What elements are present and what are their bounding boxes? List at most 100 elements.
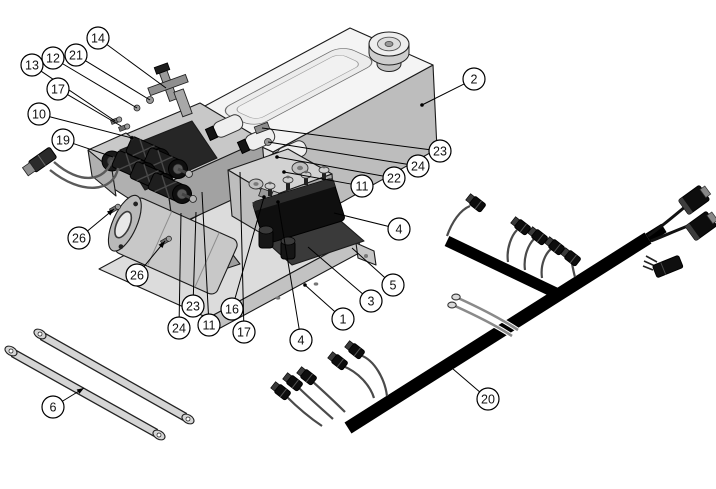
pipe-fitting [173, 88, 193, 118]
callout-balloon [41, 46, 65, 70]
callout-number: 10 [32, 108, 46, 122]
callout-number: 12 [46, 52, 60, 66]
leader-arrow [76, 388, 84, 394]
tee-fitting [147, 62, 189, 102]
leader-line [49, 116, 133, 139]
end-wire [297, 386, 334, 420]
harness-main-connector [678, 185, 712, 215]
leader-line [261, 127, 430, 151]
contactor [252, 165, 365, 266]
tab-hole [364, 254, 368, 258]
leader-line [67, 94, 122, 127]
callout-balloon [232, 320, 256, 344]
branch-wire [523, 238, 535, 271]
leader-line [267, 141, 408, 165]
callout-number: 26 [72, 232, 86, 246]
rod-eyelet [33, 328, 47, 340]
callout-number: 22 [387, 172, 401, 186]
leader-line [192, 211, 197, 296]
callout-number: 4 [298, 334, 305, 348]
callout-number: 14 [91, 32, 105, 46]
leader-line [73, 143, 114, 158]
end-wire [342, 364, 376, 399]
leader-line [421, 83, 465, 106]
callout-number: 4 [396, 223, 403, 237]
callout-balloon [167, 316, 191, 340]
callout-number: 19 [56, 134, 70, 148]
flange-hole [313, 282, 319, 286]
leader-dot [275, 155, 279, 159]
ring-terminal-wires [447, 293, 520, 338]
leader-line [234, 196, 265, 299]
battery-connector [21, 147, 120, 189]
callout-balloon [181, 294, 205, 318]
coil-wire [49, 167, 120, 189]
callout-number: 23 [186, 300, 200, 314]
rod-eyelet [181, 413, 195, 425]
leader-line [62, 63, 138, 109]
motor-bolt [118, 244, 124, 250]
leader-line [304, 284, 336, 313]
callout-balloon [86, 26, 110, 50]
callout-balloon [125, 263, 149, 287]
harness-main-connector [685, 211, 716, 241]
leader-line [333, 212, 389, 227]
callout-number: 2 [471, 73, 478, 87]
leader-line [239, 171, 245, 322]
aux-connector [642, 255, 684, 278]
callout-balloon [46, 77, 70, 101]
leader-line [277, 201, 300, 330]
plug-tip [21, 161, 37, 177]
end-wire [285, 395, 323, 427]
leader-dot [276, 200, 280, 204]
harness-trunk [344, 232, 652, 434]
callout-balloon [406, 154, 430, 178]
callout-balloon [462, 67, 486, 91]
callout-number: 17 [51, 83, 65, 97]
callout-balloon [51, 128, 75, 152]
rod [11, 350, 158, 436]
callout-balloon [289, 328, 313, 352]
motor-end-hole [114, 210, 133, 239]
filler-cap [368, 31, 410, 72]
branch-wire [445, 204, 471, 237]
leader-dot [282, 170, 286, 174]
branch-wire [540, 248, 552, 279]
callout-number: 3 [368, 295, 375, 309]
port-hole [253, 182, 259, 186]
leader-arrow [158, 241, 165, 249]
callout-number: 21 [69, 49, 83, 63]
callout-number: 13 [25, 59, 39, 73]
callout-number: 11 [203, 319, 216, 333]
callout-balloon [382, 166, 406, 190]
contactor-top [252, 177, 336, 212]
leader-dot [130, 136, 134, 140]
callout-number: 11 [356, 180, 369, 194]
callout-balloon [20, 53, 44, 77]
callout-balloon [381, 273, 405, 297]
tank-top-recess [224, 48, 373, 125]
leader-dot [262, 195, 266, 199]
rod-eyelet [152, 429, 166, 441]
branch-wire [506, 229, 518, 263]
callout-number: 26 [130, 269, 144, 283]
callout-balloon [331, 307, 355, 331]
leader-line [452, 368, 480, 393]
callout-balloon [350, 174, 374, 198]
leader-line [201, 191, 209, 315]
leader-dot [303, 283, 307, 287]
callout-balloon [27, 102, 51, 126]
leader-line [351, 247, 386, 279]
callout-number: 20 [481, 393, 495, 407]
callout-number: 6 [50, 401, 57, 415]
callout-number: 17 [237, 326, 251, 340]
harness-trunk-end [645, 223, 667, 243]
tie-rods [4, 328, 195, 441]
rod [40, 333, 187, 420]
port-hole [297, 165, 303, 171]
cartridge-valve [236, 127, 276, 155]
harness-branch [444, 236, 561, 299]
